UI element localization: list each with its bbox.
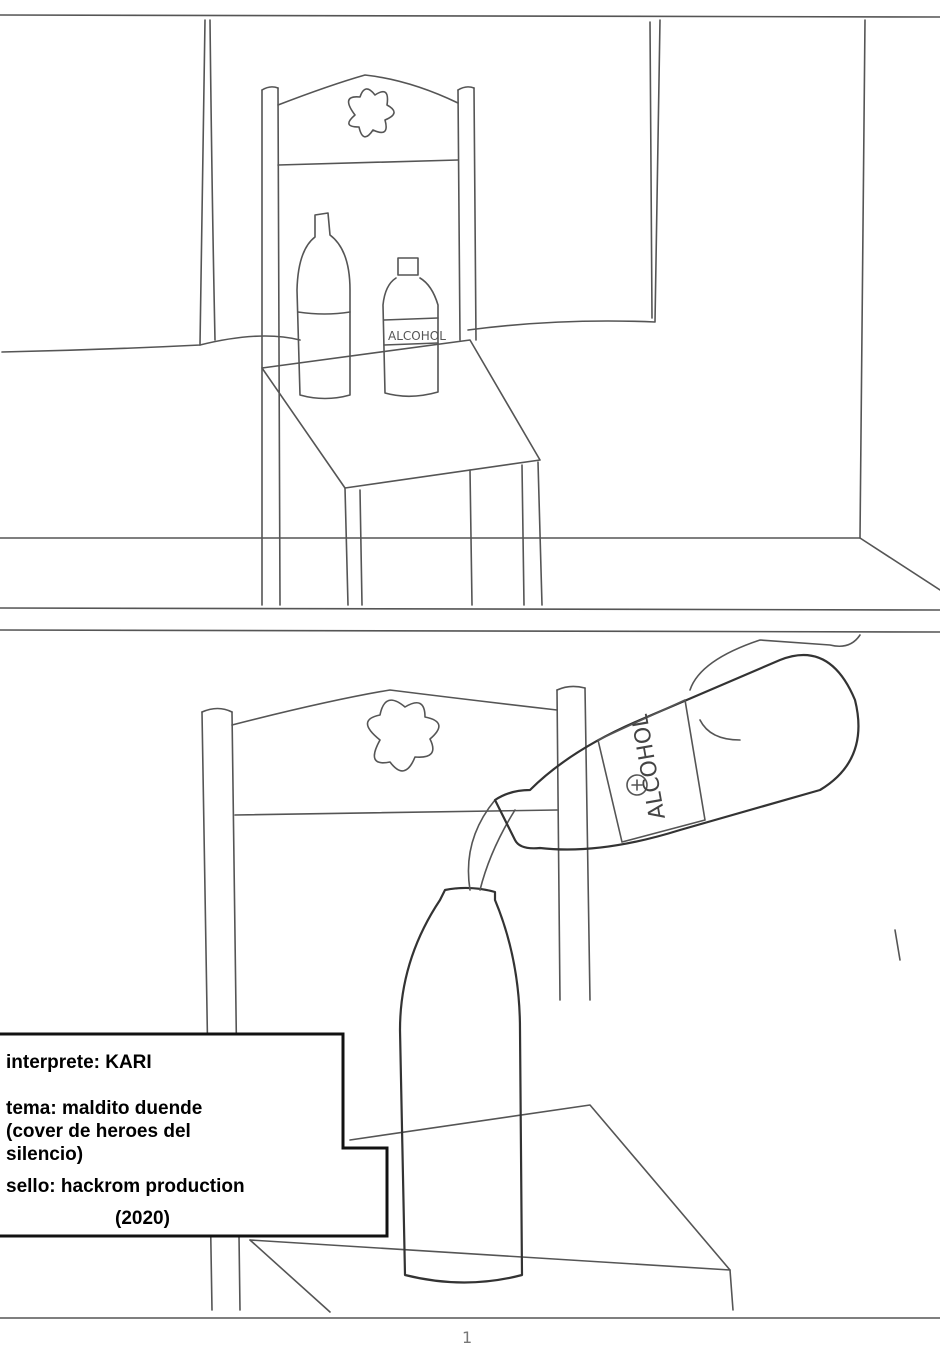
caption-box: interprete: KARI tema: maldito duende (c…: [0, 1032, 390, 1238]
bottom-bottle-label: ALCOHOL: [628, 712, 671, 822]
caption-song-line-1: tema: maldito duende: [6, 1098, 203, 1119]
bottom-panel: ALCOHOL 1: [0, 629, 940, 1347]
caption-song-line-2: (cover de heroes del: [6, 1121, 191, 1142]
caption-song-line-3: silencio): [6, 1144, 84, 1165]
top-bottle-label: ALCOHOL: [388, 329, 446, 343]
top-panel: ALCOHOL: [0, 14, 940, 611]
caption-artist: interprete: KARI: [6, 1052, 152, 1073]
caption-box-border: [0, 1032, 389, 1238]
caption-year: (2020): [115, 1208, 170, 1229]
caption-label: sello: hackrom production: [6, 1176, 245, 1197]
page-number: 1: [462, 1328, 472, 1347]
